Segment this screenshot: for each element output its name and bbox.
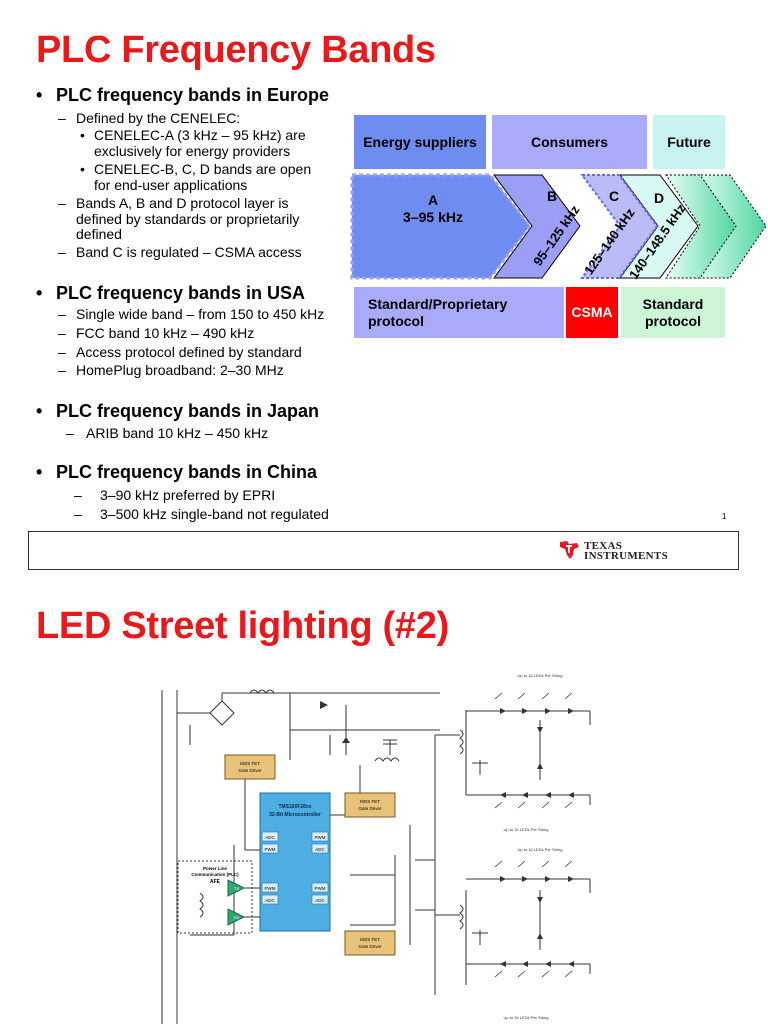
- csma-box: CSMA: [566, 287, 618, 338]
- leds-note-4: Up to 16 LEDs Per String: [504, 1015, 549, 1020]
- usa-item-3: –Access protocol defined by standard: [58, 344, 302, 360]
- band-c-label: C: [609, 188, 619, 204]
- usa-item-1: –Single wide band – from 150 to 450 kHz: [58, 306, 325, 322]
- mcu-adc-4: ADC: [315, 898, 325, 903]
- band-c-arrow: [580, 174, 659, 279]
- mcu-pwm-1: PWM: [265, 847, 276, 852]
- china-item-1: –3–90 kHz preferred by EPRI: [74, 487, 276, 503]
- mcu-pwm-3: PWM: [265, 886, 276, 891]
- bullet-usa: •PLC frequency bands in USA: [36, 283, 306, 303]
- band-a-range: 3–95 kHz: [403, 209, 463, 225]
- leds-note-2: Up to 16 LEDs Per String: [504, 827, 549, 832]
- mosfet-driver-1: [224, 754, 276, 780]
- europe-item-3: •CENELEC-B, C, D bands are open: [80, 161, 312, 177]
- leds-note-1: Up to 16 LEDs Per String: [518, 673, 563, 678]
- europe-item-4c: defined: [76, 226, 122, 242]
- plc-line3: AFE: [210, 879, 221, 885]
- usa-item-2: –FCC band 10 kHz – 490 kHz: [58, 325, 255, 341]
- consumers-box: Consumers: [492, 115, 647, 169]
- bullet-europe: •PLC frequency bands in Europe: [36, 85, 330, 105]
- mcu-adc-3: ADC: [265, 898, 275, 903]
- bullet-japan: •PLC frequency bands in Japan: [36, 401, 320, 421]
- europe-item-3b: for end-user applications: [94, 177, 248, 193]
- plc-line2: Communication (PLC): [191, 872, 239, 877]
- japan-item-1: –ARIB band 10 kHz – 450 kHz: [66, 425, 269, 441]
- tx-amplifier: [227, 879, 246, 897]
- mosfet-driver-2-line2: Gate Driver: [358, 806, 382, 811]
- energy-suppliers-box: Energy suppliers: [354, 115, 486, 169]
- europe-item-4: –Bands A, B and D protocol layer is: [58, 195, 289, 211]
- mosfet-driver-1-line1: MOS FET: [240, 761, 260, 766]
- slide-title: PLC Frequency Bands: [36, 29, 436, 71]
- band-b-arrow: [493, 174, 581, 279]
- future-arrow-1: [665, 174, 737, 279]
- band-a-arrow: [350, 173, 532, 280]
- rx-label: RX: [234, 915, 240, 920]
- band-b-label: B: [547, 188, 557, 204]
- europe-item-4b: defined by standards or proprietarily: [76, 211, 300, 227]
- plc-afe-block: [177, 860, 253, 934]
- europe-item-2b: exclusively for energy providers: [94, 143, 291, 159]
- slide-title-2: LED Street lighting (#2): [36, 605, 449, 647]
- mosfet-driver-3: [344, 930, 396, 956]
- china-item-2: –3–500 kHz single-band not regulated: [74, 506, 329, 522]
- mcu-pwm-4: PWM: [315, 886, 326, 891]
- mosfet-driver-3-line2: Gate Driver: [358, 944, 382, 949]
- texas-instruments-logo-icon: [560, 541, 579, 559]
- footer-bar: [28, 531, 739, 570]
- texas-instruments-wordmark: TEXAS INSTRUMENTS: [584, 540, 668, 562]
- band-arrows: A 3–95 kHz B C D 95–125 kHz 125–140 kHz …: [350, 173, 767, 282]
- mosfet-driver-2-line1: MOS FET: [360, 799, 380, 804]
- plc-line1: Power Line: [203, 866, 228, 871]
- mcu-adc-2: ADC: [315, 847, 325, 852]
- mcu-block: [259, 792, 331, 932]
- leds-note-3: Up to 16 LEDs Per String: [518, 847, 563, 852]
- page-number: 1: [722, 512, 727, 521]
- europe-item-1: –Defined by the CENELEC:: [58, 110, 241, 126]
- europe-item-2: •CENELEC-A (3 kHz – 95 kHz) are: [80, 127, 306, 143]
- mosfet-driver-1-line2: Gate Driver: [238, 768, 262, 773]
- usa-item-4: –HomePlug broadband: 2–30 MHz: [58, 362, 284, 378]
- future-box: Future: [653, 115, 725, 169]
- bullet-china: •PLC frequency bands in China: [36, 462, 318, 482]
- mcu-adc-1: ADC: [265, 835, 275, 840]
- mcu-line1: TMS320F28xx: [278, 804, 311, 810]
- led-schematic: Up to 16 LEDs Per String Up to 16 LEDs P…: [161, 673, 591, 1024]
- tx-label: TX: [234, 886, 239, 891]
- mosfet-driver-2: [344, 792, 396, 818]
- rx-amplifier: [227, 908, 246, 926]
- band-d-label: D: [654, 190, 664, 206]
- band-a-label: A: [428, 192, 438, 208]
- mosfet-driver-3-line1: MOS FET: [360, 937, 380, 942]
- mcu-pwm-2: PWM: [315, 835, 326, 840]
- mcu-line2: 32-Bit Microcontroller: [269, 812, 321, 818]
- europe-item-5: –Band C is regulated – CSMA access: [58, 244, 302, 260]
